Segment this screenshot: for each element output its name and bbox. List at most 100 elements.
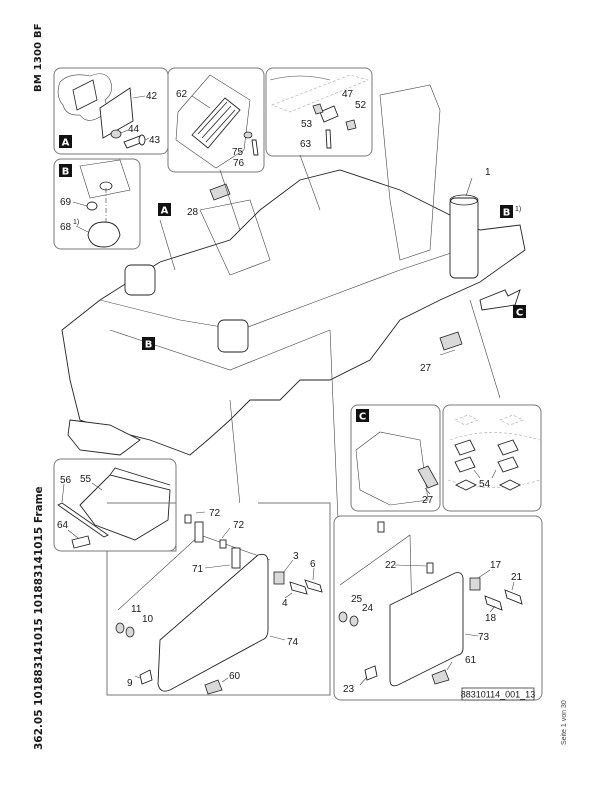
svg-text:A: A xyxy=(161,206,169,217)
leader-grille xyxy=(219,169,241,231)
footnote-marker: 1) xyxy=(73,219,79,226)
badge-a-main: A xyxy=(158,203,171,217)
hinge-17 xyxy=(469,577,481,591)
clip-22 xyxy=(426,562,434,574)
leader-left-door xyxy=(229,399,241,506)
callout-27: 27 xyxy=(420,363,432,374)
leader-6 xyxy=(312,567,315,581)
callout-43: 43 xyxy=(149,135,161,146)
bracket-outline xyxy=(355,431,429,506)
side-plate xyxy=(199,199,271,276)
cover-plate-42 xyxy=(99,87,134,139)
hinge-71 xyxy=(231,547,241,569)
leader-23 xyxy=(359,677,367,686)
mount-54 xyxy=(497,456,519,473)
leader-44 xyxy=(120,129,129,134)
front-hitch xyxy=(67,419,141,456)
grille-bar xyxy=(197,101,228,135)
cover-flange xyxy=(109,467,171,486)
callout-47: 47 xyxy=(342,89,354,100)
frame-context xyxy=(269,75,331,81)
callout-71: 71 xyxy=(192,564,204,575)
direction-arrow xyxy=(479,289,521,311)
detail-panel-right-door: 22 17 21 25 24 18 73 61 23 xyxy=(333,515,543,701)
pivot-housing-center xyxy=(217,319,249,353)
callout-6: 6 xyxy=(310,559,316,570)
callout-11: 11 xyxy=(131,604,142,615)
rear-tower xyxy=(379,84,441,261)
callout-54: 54 xyxy=(479,479,491,490)
leader-69 xyxy=(72,201,88,207)
callout-18: 18 xyxy=(485,613,497,624)
latch-61 xyxy=(431,669,450,685)
pivot-column-1 xyxy=(449,197,479,279)
callout-22: 22 xyxy=(385,560,397,571)
leader-55 xyxy=(91,482,103,491)
clip-72 xyxy=(184,514,192,524)
pad-ghost xyxy=(499,414,524,426)
leader-64 xyxy=(67,529,79,539)
callout-21: 21 xyxy=(511,572,523,583)
leader-56 xyxy=(61,483,65,503)
svg-text:B: B xyxy=(62,167,70,178)
leader-27 xyxy=(439,349,456,356)
washer-75 xyxy=(243,131,253,139)
drawing-number-box: 88310114_001_13 xyxy=(461,687,535,701)
fitting-28 xyxy=(209,183,231,201)
svg-text:B: B xyxy=(145,340,153,351)
svg-text:A: A xyxy=(62,138,70,149)
fitting-52 xyxy=(345,119,357,131)
grille-bar xyxy=(201,105,232,139)
panel-border xyxy=(53,158,141,250)
leader-72 xyxy=(221,527,231,539)
leader-73 xyxy=(464,633,479,637)
callout-56: 56 xyxy=(60,475,72,486)
washer-24 xyxy=(349,615,359,627)
detail-panel-c: C 27 xyxy=(350,404,441,512)
leader-43 xyxy=(144,137,150,141)
pivot-column-top xyxy=(449,194,479,206)
detail-panel-sensor: 47 53 52 63 xyxy=(265,67,373,157)
door-panel-74 xyxy=(157,553,269,692)
callout-68: 68 xyxy=(60,222,72,233)
pad-ghost xyxy=(454,414,479,426)
base-plate xyxy=(498,479,522,491)
svg-text:C: C xyxy=(359,412,366,423)
callout-74: 74 xyxy=(287,637,299,648)
bolt-6 xyxy=(304,579,323,593)
leader-68 xyxy=(75,225,89,233)
fitting-27 xyxy=(417,465,439,489)
callout-42: 42 xyxy=(146,91,158,102)
leader-a xyxy=(159,219,176,271)
svg-text:C: C xyxy=(516,308,523,319)
grille-bar xyxy=(205,109,236,143)
leader-1 xyxy=(465,177,473,197)
leader-54 xyxy=(473,469,481,479)
knob-9 xyxy=(139,669,153,685)
callout-17: 17 xyxy=(490,560,502,571)
grille-frame xyxy=(175,74,251,169)
callout-3: 3 xyxy=(293,551,299,562)
frame-body xyxy=(61,169,526,456)
frame-context-ghost xyxy=(271,74,369,113)
leader-60 xyxy=(221,677,229,683)
leader-54 xyxy=(491,469,497,479)
strip-56 xyxy=(57,502,109,538)
nut-11 xyxy=(115,622,125,634)
bolt-18 xyxy=(484,595,503,611)
badge-b-main-right: B xyxy=(500,205,513,219)
base-plate xyxy=(454,479,478,491)
callout-10: 10 xyxy=(142,614,154,625)
bolt-4 xyxy=(289,581,308,595)
badge-b-main: B xyxy=(142,337,155,351)
bolt-21 xyxy=(504,589,523,605)
callout-52: 52 xyxy=(355,100,367,111)
footnote-marker-main: 1) xyxy=(515,206,521,213)
badge-a: A xyxy=(59,135,72,149)
leader-sensor xyxy=(299,154,321,211)
badge-c-main: C xyxy=(513,305,526,319)
washer-44 xyxy=(110,129,122,139)
callout-55: 55 xyxy=(80,474,92,485)
frame-ghost xyxy=(339,534,413,621)
